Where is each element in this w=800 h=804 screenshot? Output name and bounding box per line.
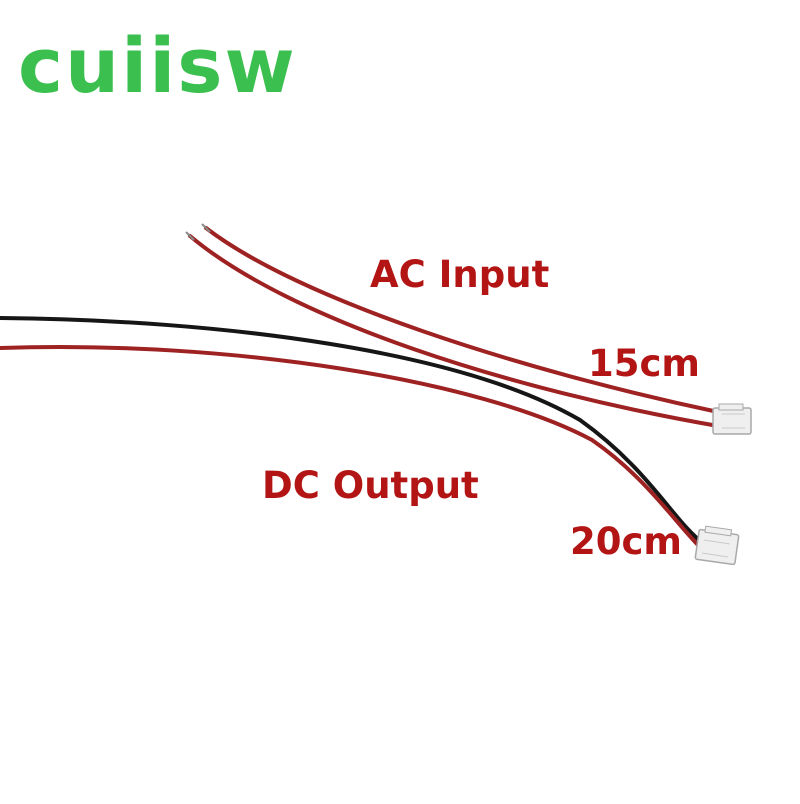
- dc-output-label: DC Output: [262, 464, 479, 507]
- ac-length-label: 15cm: [588, 342, 700, 385]
- ac-stripped-tip-lower: [185, 231, 195, 241]
- ac-input-label: AC Input: [370, 253, 550, 296]
- ac-stripped-tip-upper: [201, 223, 211, 233]
- ac-wire-lower: [188, 234, 720, 428]
- ac-wire-upper: [204, 226, 720, 414]
- brand-logo: cuiisw: [18, 21, 297, 110]
- ac-input-cable: [185, 223, 752, 435]
- dc-output-cable: [0, 316, 740, 566]
- ac-connector: [712, 403, 752, 435]
- dc-length-label: 20cm: [570, 520, 682, 563]
- dc-wire-black: [0, 316, 707, 547]
- dc-connector: [694, 525, 740, 566]
- dc-wire-red: [0, 344, 710, 557]
